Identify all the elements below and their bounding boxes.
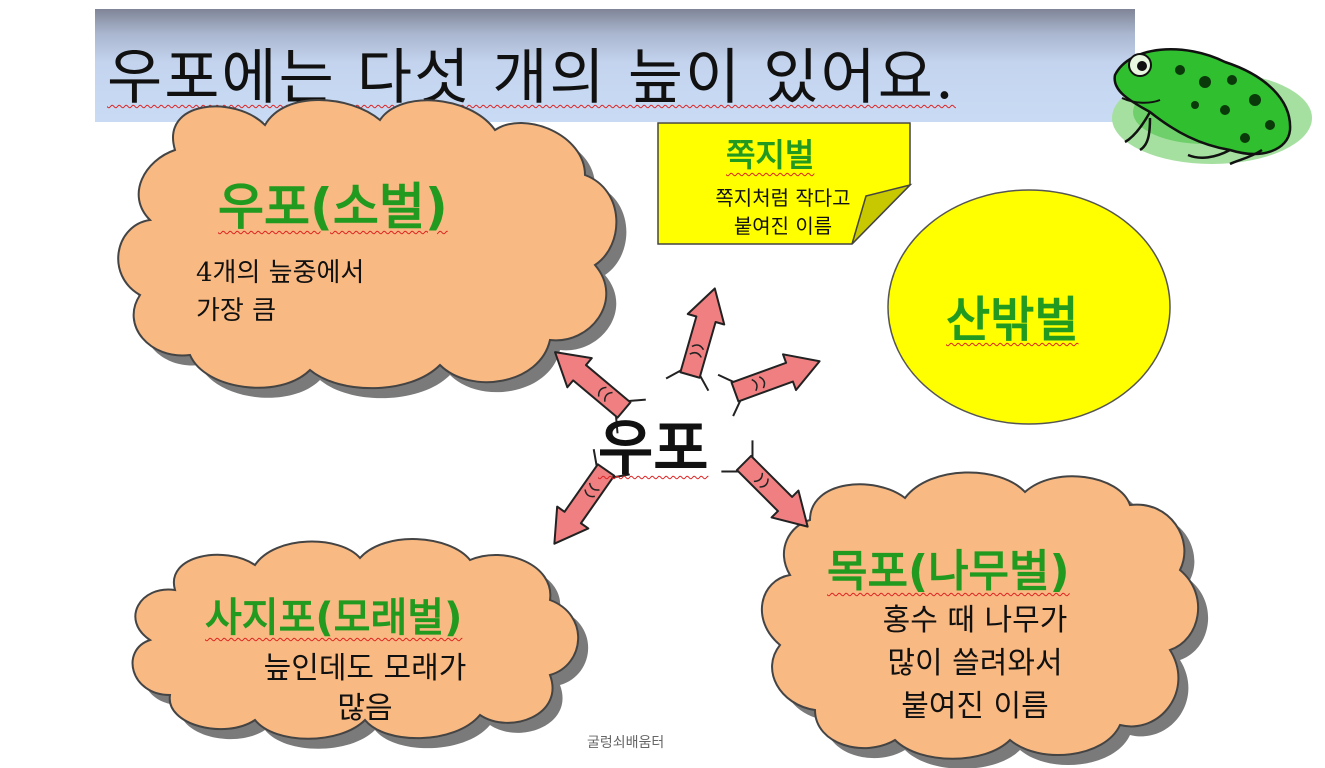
node-jjokji-line2: 붙여진 이름 — [733, 214, 833, 238]
arrow-to-mokpo — [720, 439, 825, 544]
node-upo-heading: 우포(소벌) — [218, 178, 448, 236]
node-upo-line2: 가장 큼 — [196, 296, 277, 326]
node-mokpo-heading: 목포(나무벌) — [827, 546, 1070, 597]
node-upo-line1: 4개의 늪중에서 — [196, 258, 365, 288]
frog-icon — [1112, 48, 1312, 166]
footer-text: 굴렁쇠배움터 — [587, 735, 665, 751]
cloud-mokpo — [761, 471, 1208, 768]
title-bar: 우포에는 다섯 개의 늪이 있어요. — [95, 9, 1135, 122]
node-saji-heading: 사지포(모래벌) — [205, 595, 463, 641]
cloud-upo — [117, 99, 627, 399]
arrow-to-sanbak — [717, 339, 829, 418]
node-saji-line1: 늪인데도 모래가 — [263, 651, 467, 686]
center-label: 우포 — [598, 414, 709, 484]
node-mokpo-line3: 붙여진 이름 — [901, 689, 1049, 724]
node-jjokji-heading: 쪽지벌 — [726, 136, 815, 174]
node-mokpo-line2: 많이 쓸려와서 — [887, 646, 1063, 681]
node-jjokji-line1: 쪽지처럼 작다고 — [715, 186, 851, 210]
ellipse-sanbak — [887, 189, 1171, 425]
arrow-to-jjokji — [665, 281, 737, 392]
node-sanbak-heading: 산밖벌 — [946, 292, 1079, 348]
node-saji-line2: 많음 — [337, 691, 393, 726]
node-mokpo-line1: 홍수 때 나무가 — [882, 603, 1068, 638]
note-jjokji — [657, 122, 913, 245]
cloud-saji — [131, 538, 589, 749]
slide-title: 우포에는 다섯 개의 늪이 있어요. — [107, 43, 956, 113]
